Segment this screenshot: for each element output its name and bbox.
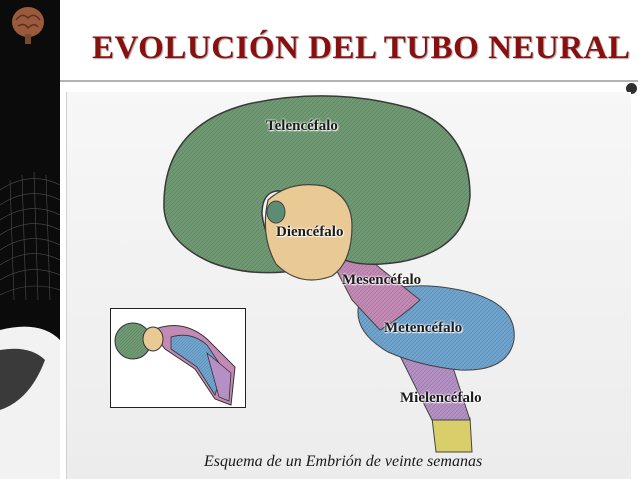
embryo-tube-illustration — [114, 322, 236, 406]
diagram-caption: Esquema de un Embrión de veinte semanas — [204, 453, 483, 470]
diencefalo-region — [264, 184, 353, 281]
label-mielencefalo: Mielencéfalo — [400, 390, 482, 406]
wireframe-decoration — [0, 171, 60, 479]
label-telencefalo: Telencéfalo — [266, 118, 338, 134]
label-mesencefalo: Mesencéfalo — [342, 272, 422, 288]
slide-title: EVOLUCIÓN DEL TUBO NEURAL — [92, 30, 631, 66]
label-diencefalo: Diencéfalo — [276, 224, 344, 240]
left-decorative-strip — [0, 0, 60, 479]
bullet-dot — [626, 83, 637, 94]
brain-logo-icon — [12, 7, 44, 44]
spinal-cord-segment — [431, 417, 473, 453]
telencefalo-region — [163, 95, 471, 274]
label-metencefalo: Metencéfalo — [384, 320, 463, 336]
title-divider — [60, 80, 638, 82]
embryo-inset-diagram — [110, 308, 246, 408]
